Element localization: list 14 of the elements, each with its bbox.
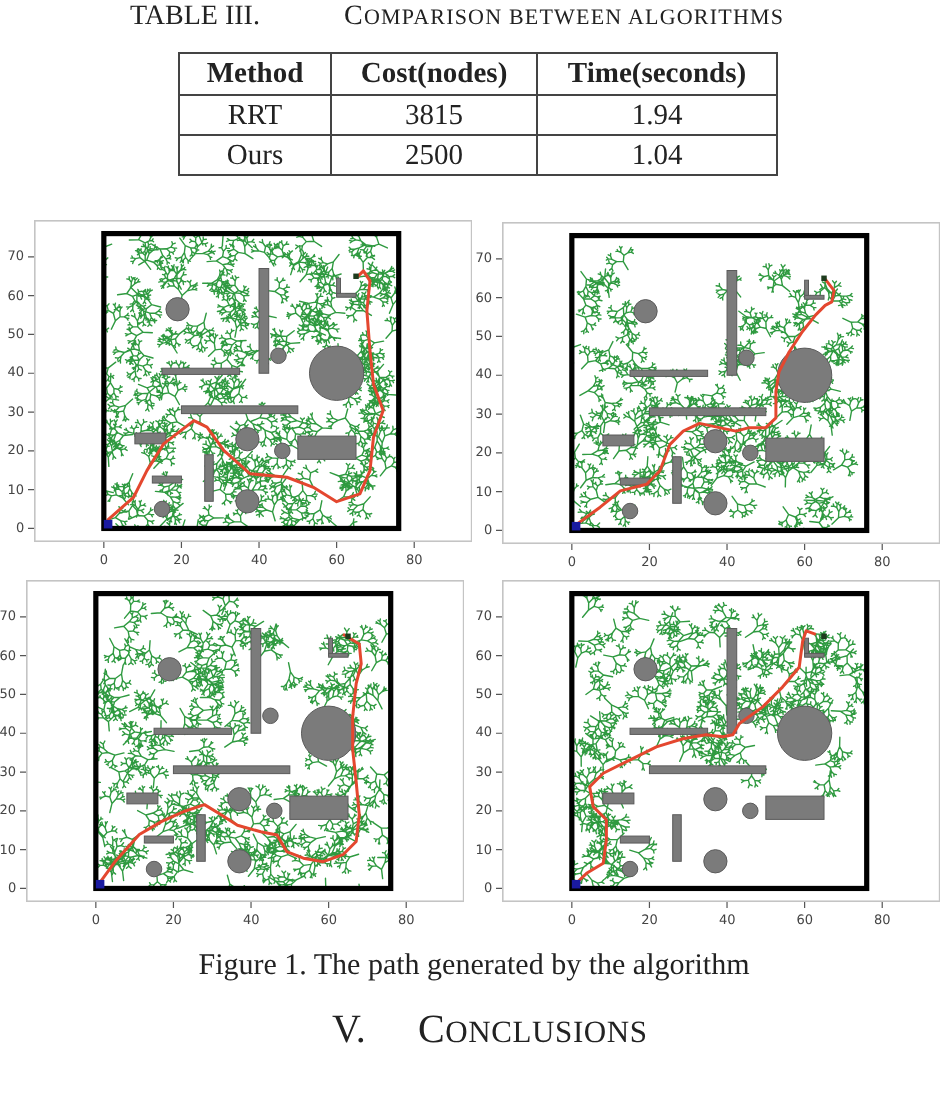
table-cell: 2500 xyxy=(331,135,537,175)
column-header: Method xyxy=(179,53,331,95)
table-number: TABLE III. xyxy=(130,0,260,34)
table-title: COMPARISON BETWEEN ALGORITHMS xyxy=(344,0,785,36)
section-heading: CONCLUSIONS xyxy=(418,1006,648,1056)
table-cell: 1.04 xyxy=(537,135,777,175)
column-header: Time(seconds) xyxy=(537,53,777,95)
table-cell: 1.94 xyxy=(537,95,777,135)
column-header: Cost(nodes) xyxy=(331,53,537,95)
table-cell: Ours xyxy=(179,135,331,175)
section-number: V. xyxy=(332,1006,366,1054)
figure-caption: Figure 1. The path generated by the algorithm xyxy=(198,948,750,984)
table-cell: 3815 xyxy=(331,95,537,135)
table-cell: RRT xyxy=(179,95,331,135)
